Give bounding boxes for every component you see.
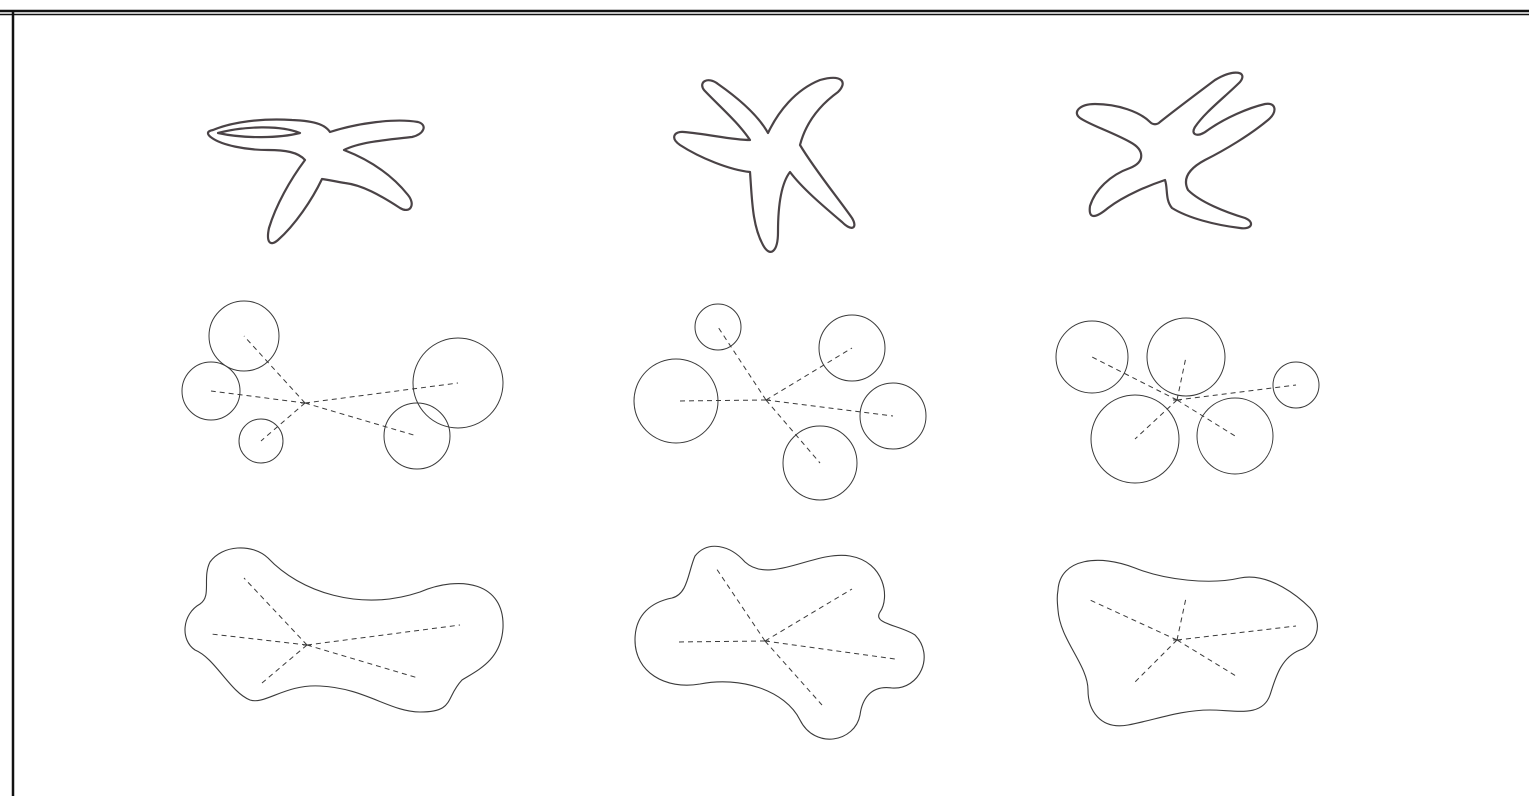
spoke-2b (765, 347, 853, 401)
spoke-1c (260, 402, 306, 442)
spoke-2d (765, 399, 894, 417)
blob-spoke-1c (261, 644, 308, 684)
spoke-1a (243, 335, 306, 404)
blob-spoke-3a (1089, 599, 1178, 641)
starfish-outline-1 (206, 118, 425, 245)
spoke-3e (1176, 399, 1236, 437)
spoke-1e (304, 402, 418, 437)
blob-spoke-3c (1176, 625, 1297, 641)
blob-spoke-3d (1134, 639, 1178, 683)
circle-diagram-3 (1055, 317, 1320, 484)
circle-3c (1272, 361, 1320, 409)
blob-outline-2 (634, 545, 925, 740)
circle-1a (208, 300, 280, 372)
circle-1d (412, 337, 504, 429)
blob-spoke-1d (306, 624, 461, 646)
row-smoothed-blobs (184, 545, 1318, 740)
circle-3e (1196, 397, 1274, 475)
blob-spoke-1b (210, 633, 308, 646)
blob-spoke-1a (243, 577, 308, 646)
blob-diagram-3 (1056, 559, 1318, 727)
blob-outline-1 (184, 547, 504, 713)
blob-spoke-2c (675, 640, 766, 643)
spoke-2c (675, 399, 767, 402)
blob-spoke-3e (1176, 639, 1237, 677)
row-shape-outlines (206, 71, 1276, 253)
spoke-3b (1176, 356, 1187, 401)
blob-spoke-2d (764, 640, 896, 660)
blob-spoke-2a (715, 567, 766, 642)
circle-diagram-1 (181, 300, 504, 470)
blob-spoke-2e (764, 640, 823, 706)
spoke-3a (1091, 356, 1178, 401)
starfish-outline-2 (673, 76, 856, 253)
row-circle-decompositions (181, 300, 1320, 501)
spoke-1d (304, 382, 459, 404)
spoke-3d (1134, 399, 1178, 440)
blob-diagram-2 (634, 545, 925, 740)
circle-1b (181, 361, 241, 421)
figure-frame (0, 9, 1529, 796)
blob-spoke-3b (1176, 597, 1187, 641)
circle-2b (818, 314, 886, 382)
spoke-1b (210, 390, 306, 404)
circle-diagram-2 (633, 303, 927, 501)
circle-3a (1055, 320, 1129, 394)
blob-spoke-2b (764, 588, 853, 642)
spoke-3c (1176, 384, 1297, 401)
blob-diagram-1 (184, 547, 504, 713)
circle-2e (782, 425, 858, 501)
starfish-inner-fold-1 (216, 126, 302, 139)
circle-1e (383, 402, 451, 470)
circle-3b (1146, 317, 1226, 397)
blob-outline-3 (1056, 559, 1318, 727)
circle-2a (694, 303, 742, 351)
spoke-2a (717, 326, 767, 401)
circle-2d (859, 382, 927, 450)
blob-spoke-1e (306, 644, 419, 679)
spoke-2e (765, 399, 821, 464)
circle-3d (1090, 394, 1180, 484)
starfish-outline-3 (1075, 71, 1276, 230)
circle-1c (238, 418, 284, 464)
